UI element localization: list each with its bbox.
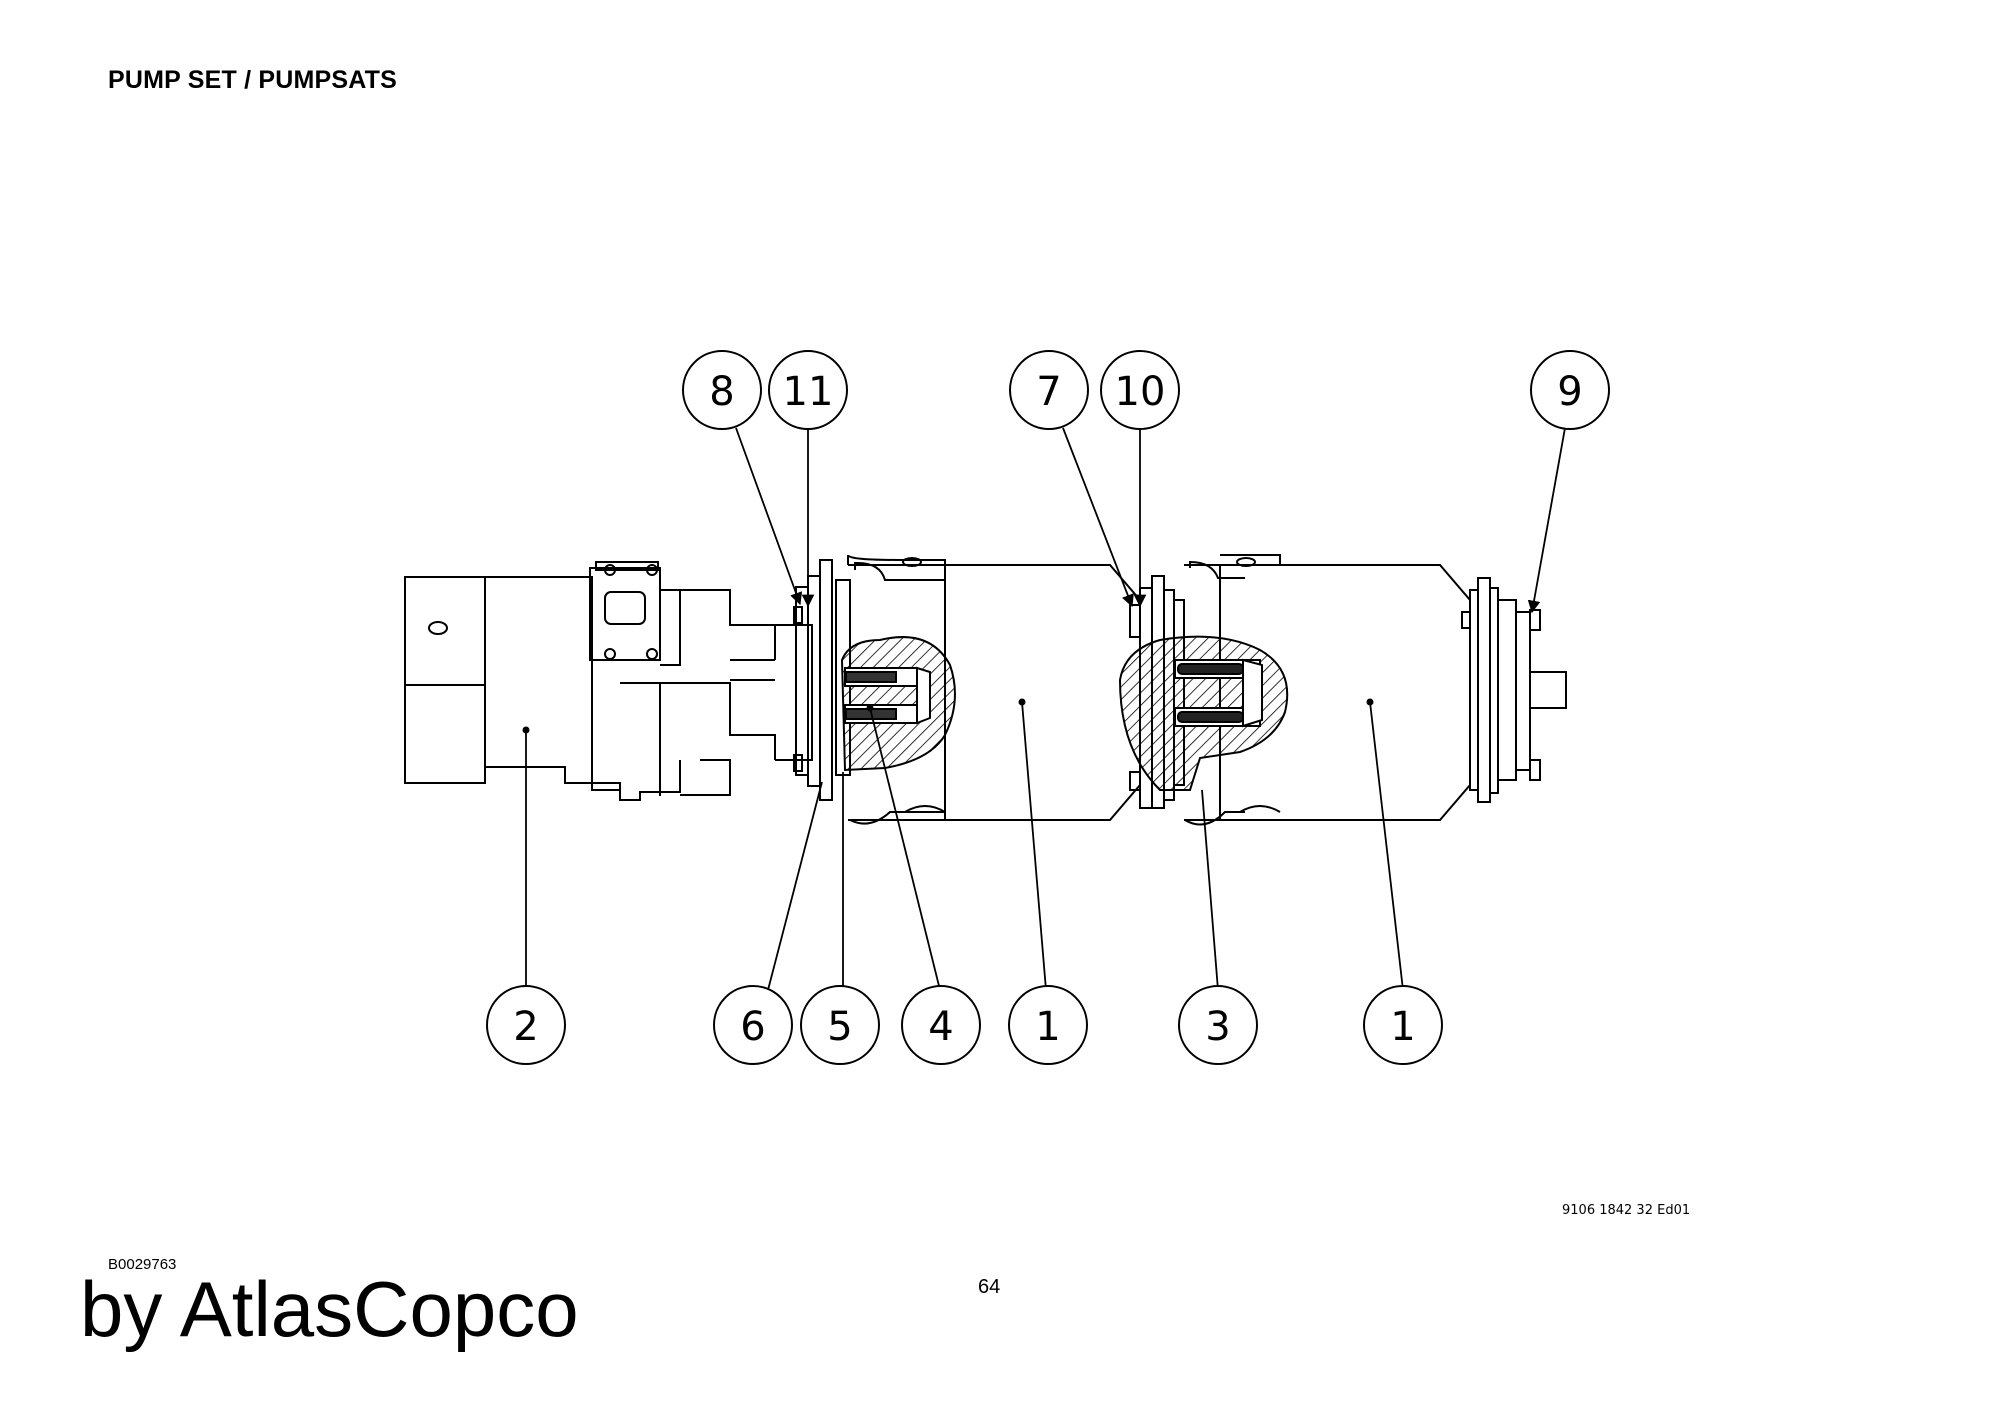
callout-8: 8 (682, 350, 762, 430)
callout-4: 4 (901, 985, 981, 1065)
adapter-flange (793, 559, 851, 801)
callout-5-label: 5 (827, 1004, 852, 1050)
callout-4-label: 4 (928, 1004, 953, 1050)
section-cut-1 (840, 636, 956, 772)
callout-1b-label: 1 (1390, 1004, 1415, 1050)
callout-1a-label: 1 (1035, 1004, 1060, 1050)
callout-2: 2 (486, 985, 566, 1065)
callout-10-label: 10 (1115, 369, 1166, 415)
callouts: 8 11 7 10 9 2 6 5 4 1 3 1 (486, 350, 1610, 1065)
page-title: PUMP SET / PUMPSATS (108, 66, 398, 94)
page-number: 64 (978, 1276, 1001, 1298)
callout-10: 10 (1100, 350, 1180, 430)
motor-unit (404, 561, 813, 801)
section-cut-2 (1118, 635, 1289, 791)
end-cover (1461, 577, 1567, 803)
callout-5: 5 (800, 985, 880, 1065)
callout-7: 7 (1009, 350, 1089, 430)
callout-3: 3 (1178, 985, 1258, 1065)
document-number: 9106 1842 32 Ed01 (1562, 1203, 1691, 1218)
callout-6: 6 (713, 985, 793, 1065)
leader-lines (525, 427, 1566, 991)
callout-9-label: 9 (1557, 369, 1582, 415)
callout-6-label: 6 (740, 1004, 765, 1050)
callout-1b: 1 (1363, 985, 1443, 1065)
callout-1a: 1 (1008, 985, 1088, 1065)
drawing-reference: B0029763 (108, 1256, 177, 1273)
callout-9: 9 (1530, 350, 1610, 430)
callout-2-label: 2 (513, 1004, 538, 1050)
brand-watermark: by AtlasCopco (80, 1265, 579, 1353)
callout-8-label: 8 (709, 369, 734, 415)
callout-7-label: 7 (1036, 369, 1061, 415)
callout-11: 11 (768, 350, 848, 430)
callout-11-label: 11 (783, 369, 834, 415)
callout-3-label: 3 (1205, 1004, 1230, 1050)
